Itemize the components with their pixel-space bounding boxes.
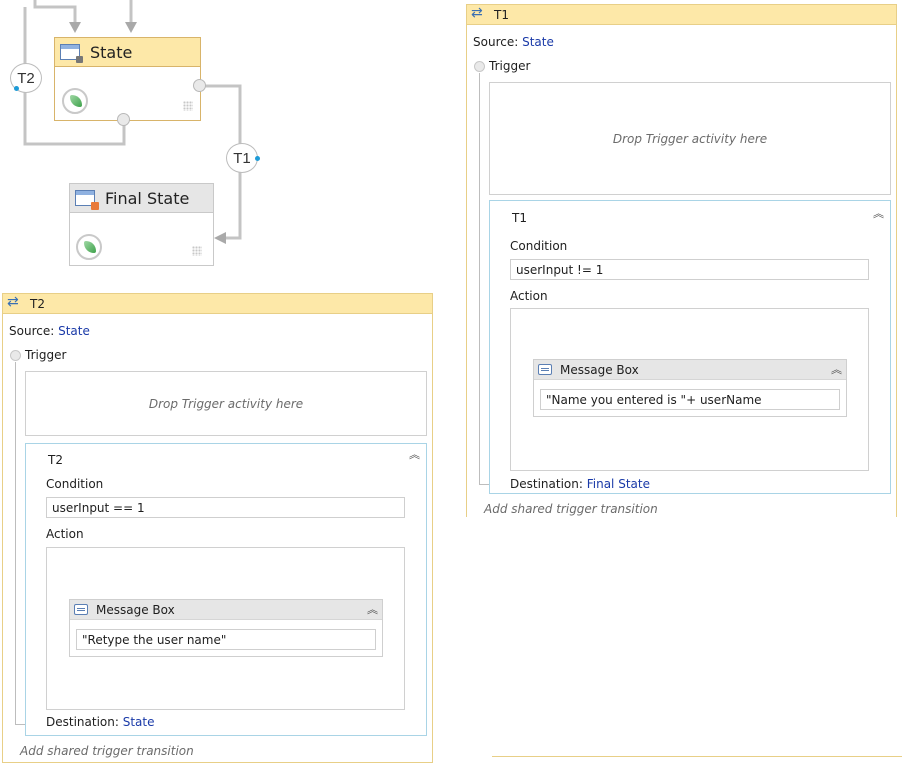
transition-body: T2 ︽ Condition userInput == 1 Action Mes… [25, 443, 427, 736]
message-box-header: Message Box [534, 360, 846, 380]
final-state-title: Final State [105, 188, 190, 208]
transition-name[interactable]: T2 [48, 453, 63, 467]
source-link[interactable]: State [58, 324, 90, 338]
destination-label: Destination: Final State [510, 477, 650, 491]
state-node-header: State [55, 38, 200, 67]
trigger-line [479, 73, 480, 484]
destination-label-text: Destination: [510, 477, 583, 491]
source-label-text: Source: [473, 35, 519, 49]
action-zone[interactable]: Message Box ︽ "Name you entered is "+ us… [510, 308, 869, 471]
drop-trigger-zone[interactable]: Drop Trigger activity here [489, 82, 891, 195]
entry-activity-icon [76, 234, 102, 260]
message-box-icon [538, 364, 552, 375]
trigger-port[interactable] [474, 61, 485, 72]
message-box-title: Message Box [560, 362, 639, 377]
destination-link[interactable]: Final State [586, 477, 650, 491]
collapse-icon[interactable]: ︽ [409, 448, 420, 461]
trigger-port[interactable] [10, 350, 21, 361]
condition-value: userInput != 1 [516, 262, 604, 277]
destination-label-text: Destination: [46, 715, 119, 729]
final-state-icon [75, 190, 99, 210]
drop-trigger-text: Drop Trigger activity here [148, 396, 304, 411]
collapse-icon[interactable]: ︽ [367, 603, 378, 616]
message-box-text-field[interactable]: "Retype the user name" [76, 629, 376, 650]
transition-t1-panel: T1 Source: State Trigger Drop Trigger ac… [466, 4, 897, 517]
message-box-header: Message Box [70, 600, 382, 620]
transition-t1-label[interactable]: T1 [226, 143, 258, 173]
destination-link[interactable]: State [122, 715, 155, 729]
transition-t1-header: T1 [467, 5, 896, 25]
transition-icon [471, 5, 485, 21]
transition-t1-dot [255, 156, 260, 161]
condition-label: Condition [510, 239, 568, 253]
message-box-icon [74, 604, 88, 615]
collapse-icon[interactable]: ︽ [831, 363, 842, 376]
drop-trigger-zone[interactable]: Drop Trigger activity here [25, 371, 427, 436]
message-box-activity[interactable]: Message Box ︽ "Retype the user name" [69, 599, 383, 657]
transition-t2-dot [14, 86, 19, 91]
state-icon [60, 44, 83, 63]
trigger-label: Trigger [25, 348, 67, 362]
transition-t2-header: T2 [3, 294, 432, 314]
action-zone[interactable]: Message Box ︽ "Retype the user name" [46, 547, 405, 710]
destination-label: Destination: State [46, 715, 155, 729]
panel-title: T2 [30, 296, 45, 311]
resize-grip-icon[interactable] [183, 101, 193, 111]
state-bottom-port[interactable] [117, 113, 130, 126]
final-state-header: Final State [70, 184, 213, 213]
trigger-label: Trigger [489, 59, 531, 73]
panel-title: T1 [494, 7, 509, 22]
panel-bottom-edge [492, 756, 902, 757]
message-box-text-field[interactable]: "Name you entered is "+ userName [540, 389, 840, 410]
source-label: Source: State [473, 35, 554, 49]
state-node-title: State [90, 42, 133, 62]
condition-field[interactable]: userInput == 1 [46, 497, 405, 518]
message-box-text: "Retype the user name" [82, 632, 227, 647]
message-box-activity[interactable]: Message Box ︽ "Name you entered is "+ us… [533, 359, 847, 417]
transition-t2-label[interactable]: T2 [10, 63, 42, 93]
source-label: Source: State [9, 324, 90, 338]
source-link[interactable]: State [522, 35, 554, 49]
add-shared-trigger-link[interactable]: Add shared trigger transition [20, 744, 194, 758]
message-box-text: "Name you entered is "+ userName [546, 392, 762, 407]
condition-value: userInput == 1 [52, 500, 145, 515]
transition-icon [7, 294, 21, 310]
resize-grip-icon[interactable] [192, 246, 202, 256]
action-label: Action [46, 527, 84, 541]
transition-t2-panel: T2 Source: State Trigger Drop Trigger ac… [2, 293, 433, 763]
transition-body: T1 ︽ Condition userInput != 1 Action Mes… [489, 200, 891, 494]
state-node[interactable]: State [54, 37, 201, 121]
state-right-port[interactable] [193, 79, 206, 92]
add-shared-trigger-link[interactable]: Add shared trigger transition [484, 502, 658, 516]
collapse-icon[interactable]: ︽ [873, 207, 884, 220]
action-label: Action [510, 289, 548, 303]
entry-activity-icon [62, 88, 88, 114]
drop-trigger-text: Drop Trigger activity here [612, 131, 768, 146]
condition-label: Condition [46, 477, 104, 491]
transition-name[interactable]: T1 [512, 211, 527, 225]
condition-field[interactable]: userInput != 1 [510, 259, 869, 280]
final-state-node[interactable]: Final State [69, 183, 214, 266]
message-box-title: Message Box [96, 602, 175, 617]
trigger-line [15, 362, 16, 724]
source-label-text: Source: [9, 324, 55, 338]
